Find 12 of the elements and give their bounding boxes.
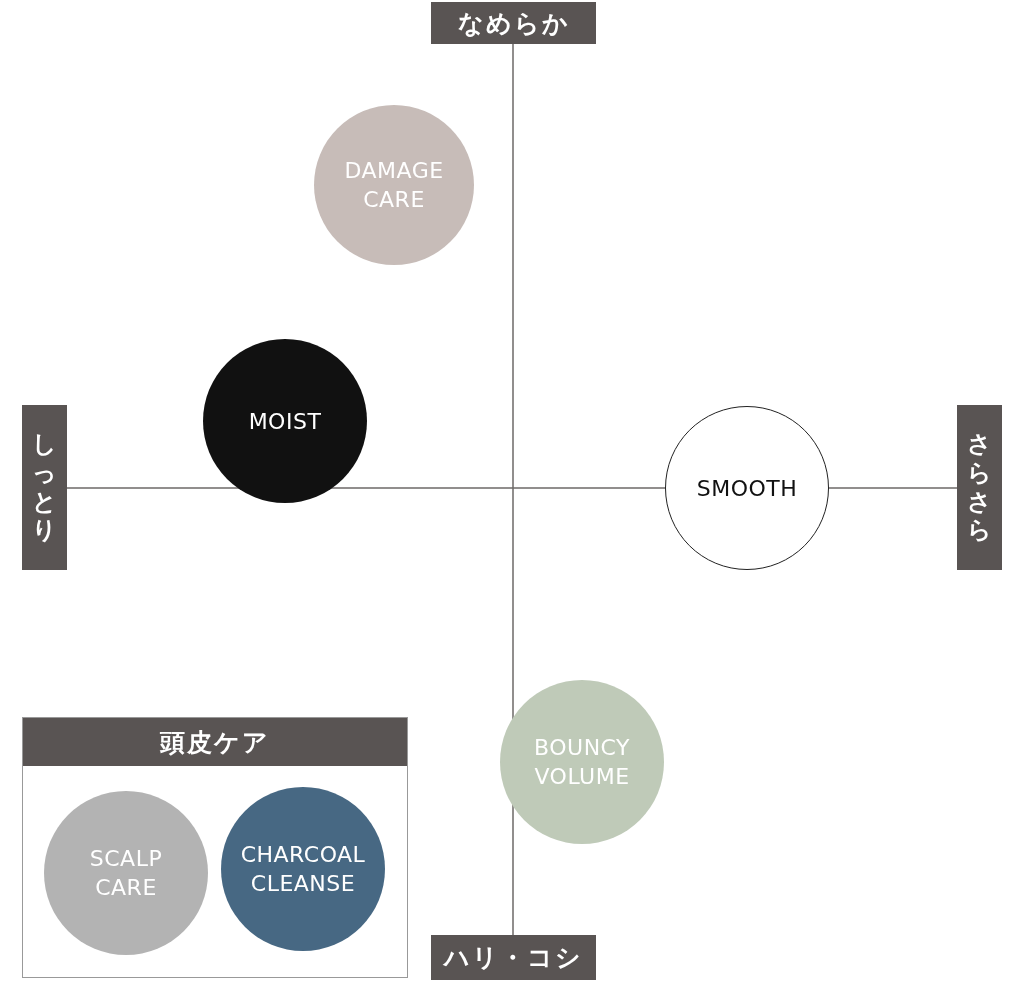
axis-label: なめらか [431,2,596,44]
group-panel [22,717,408,978]
axis-label: さらさら [957,405,1002,570]
product-label: DAMAGE CARE [343,157,445,214]
product-label: MOIST [247,407,323,436]
axis-label: ハリ・コシ [431,935,596,980]
product-label: SMOOTH [695,474,799,503]
product-label: BOUNCY VOLUME [533,734,631,791]
product-label: CHARCOAL CLEANSE [239,841,367,898]
axis-label: しっとり [22,405,67,570]
panel-header: 頭皮ケア [23,718,407,766]
product-label: SCALP CARE [88,845,164,902]
